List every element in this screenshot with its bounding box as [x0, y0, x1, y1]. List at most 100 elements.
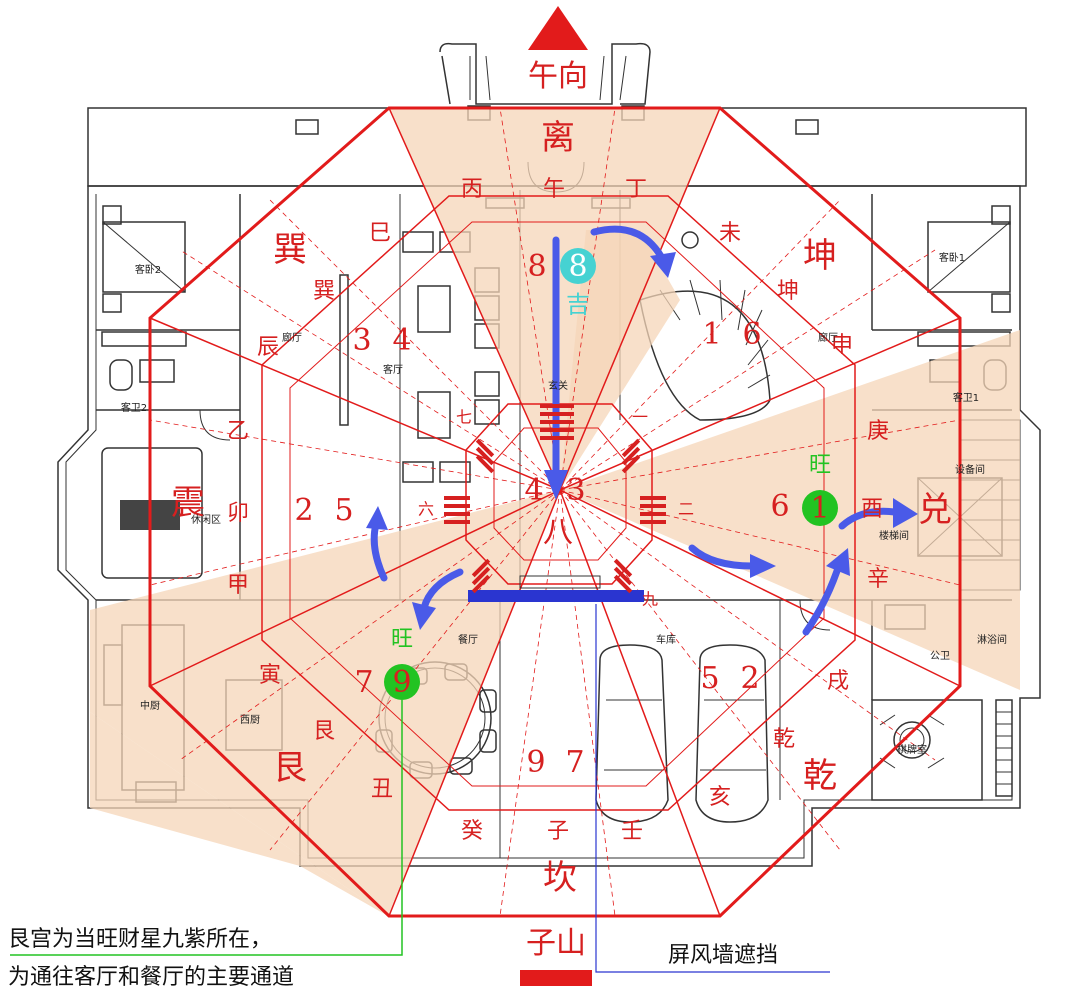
- mountain-geng: 庚: [867, 419, 889, 444]
- room-guest-bedroom-2: 客卧2: [135, 263, 161, 276]
- trigram-labels: 离 坤 兑 乾 坎 艮 震 巽: [171, 118, 952, 898]
- star-northwest-water: 2: [740, 661, 759, 696]
- room-labels: 客卧2 客卧1 客卫2 客卫1 廊厅 廊厅 客厅 玄关 休闲区 设备间 楼梯间 …: [121, 251, 1007, 756]
- mountain-mao: 卯: [227, 501, 249, 526]
- mountain-zi: 子: [547, 819, 569, 844]
- qi-flow-arrowheads: [366, 252, 918, 630]
- mountain-qian: 乾: [773, 727, 795, 752]
- room-corridor-right: 廊厅: [818, 331, 838, 344]
- room-chess: 棋牌室: [897, 743, 927, 756]
- leader-line-screen: [595, 604, 830, 973]
- prosperous-label-northeast: 旺: [391, 627, 413, 652]
- south-marker-bar: [520, 970, 592, 986]
- caption-left-line2: 为通往客厅和餐厅的主要通道: [8, 965, 294, 990]
- prosperous-circle-northeast: [384, 664, 420, 700]
- room-stairwell: 楼梯间: [879, 529, 909, 542]
- room-public-bath: 公卫: [930, 651, 950, 662]
- star-south-mountain: 8: [527, 249, 546, 284]
- star-west-water: 1: [810, 491, 829, 526]
- trigram-dui: 兑: [918, 490, 952, 530]
- screen-wall: [468, 590, 644, 602]
- room-leisure: 休闲区: [191, 513, 221, 526]
- mountain-kun: 坤: [777, 279, 799, 304]
- trigram-gen: 艮: [273, 748, 307, 788]
- mountain-yi: 乙: [227, 419, 249, 444]
- star-east-water: 5: [334, 493, 353, 528]
- trigram-xun: 巽: [273, 230, 307, 270]
- star-west-mountain: 6: [770, 489, 789, 524]
- star-southeast-water: 4: [392, 323, 411, 358]
- flying-stars: 8 8 吉 1 6 6 1 旺 5 2 9 7 7 9 旺 2 5 3 4 4 …: [294, 248, 838, 780]
- room-western-kitchen: 西厨: [240, 714, 260, 726]
- mountain-xun: 巽: [313, 279, 335, 304]
- room-garage: 车库: [656, 633, 676, 646]
- mountain-wei: 未: [719, 221, 741, 246]
- prosperous-circle-west: [802, 490, 838, 526]
- room-middle-kitchen: 中厨: [140, 699, 160, 712]
- mountain-xu: 戌: [827, 669, 849, 694]
- room-equipment: 设备间: [955, 463, 985, 476]
- auspicious-circle: [560, 248, 596, 284]
- shaded-sectors: [90, 108, 1020, 916]
- mountain-hai: 亥: [709, 785, 731, 810]
- mountain-shen: 申: [831, 333, 853, 358]
- mountain-gui: 癸: [461, 819, 483, 844]
- star-north-water: 7: [565, 745, 584, 780]
- facing-label: 午向: [528, 59, 588, 94]
- center-period: 八: [543, 515, 573, 550]
- star-northwest-mountain: 5: [700, 661, 719, 696]
- mountain-si: 巳: [369, 221, 391, 246]
- mountain-jia: 甲: [227, 573, 249, 598]
- trigram-qian: 乾: [803, 756, 837, 796]
- prosperous-label-west: 旺: [809, 453, 831, 478]
- mountain-rays: [149, 107, 961, 917]
- room-corridor-left: 廊厅: [282, 331, 302, 344]
- inner-label-top: 七: [456, 408, 472, 427]
- star-southwest-mountain: 1: [702, 317, 721, 352]
- inner-label-right: 二: [678, 500, 694, 519]
- trigram-zhen: 震: [171, 483, 205, 523]
- trigram-kun: 坤: [803, 236, 837, 276]
- mountain-gen: 艮: [313, 719, 335, 744]
- room-guest-bath-2: 客卫2: [121, 401, 147, 414]
- leader-line-gen: [10, 700, 403, 956]
- room-entrance: 玄关: [548, 379, 568, 392]
- mountain-labels: 丙 午 丁 未 坤 申 庚 酉 辛 戌 乾 亥 壬 子 癸 丑 艮 寅 甲 卯 …: [227, 177, 889, 844]
- mountain-bing: 丙: [461, 177, 483, 202]
- mountain-chou: 丑: [371, 777, 393, 802]
- star-south-water: 8: [568, 249, 587, 284]
- hexagram-symbols: [444, 404, 666, 594]
- star-northeast-mountain: 7: [354, 665, 373, 700]
- room-living: 客厅: [383, 363, 403, 376]
- inner-label-bottom-right: 九: [642, 590, 658, 609]
- screen-wall-cap: [519, 575, 601, 589]
- star-center-mountain: 4: [524, 473, 543, 508]
- caption-left-line1: 艮宫为当旺财星九紫所在，: [8, 927, 272, 952]
- room-shower: 淋浴间: [977, 633, 1007, 646]
- mountain-you: 酉: [861, 497, 883, 522]
- bagua-octagon: [148, 106, 962, 918]
- star-center-water: 3: [566, 473, 585, 508]
- mountain-ren: 壬: [621, 819, 643, 844]
- north-marker-triangle: [528, 6, 588, 50]
- mountain-chen: 辰: [257, 335, 279, 360]
- star-southwest-water: 6: [742, 317, 761, 352]
- room-guest-bedroom-1: 客卧1: [939, 251, 965, 264]
- mountain-xin: 辛: [867, 567, 889, 592]
- mountain-wu: 午: [543, 177, 565, 202]
- caption-right: 屏风墙遮挡: [668, 943, 778, 968]
- room-guest-bath-1: 客卫1: [953, 391, 979, 404]
- mountain-ding: 丁: [625, 177, 647, 202]
- star-north-mountain: 9: [526, 745, 545, 780]
- mountain-yin: 寅: [259, 663, 281, 688]
- star-east-mountain: 2: [294, 493, 313, 528]
- trigram-kan: 坎: [543, 858, 577, 898]
- star-northeast-water: 9: [392, 665, 411, 700]
- trigram-li: 离: [541, 118, 575, 158]
- auspicious-label: 吉: [566, 291, 590, 319]
- inner-label-top-right: 一: [632, 408, 648, 427]
- sitting-label: 子山: [526, 926, 586, 961]
- room-dining: 餐厅: [458, 633, 478, 646]
- star-southeast-mountain: 3: [352, 323, 371, 358]
